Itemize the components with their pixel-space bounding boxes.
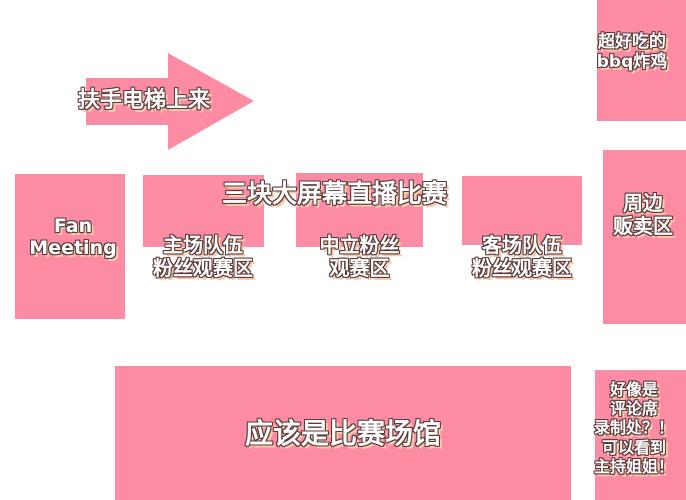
- fan-meeting-line1: Fan: [53, 215, 93, 237]
- home-fans-line1: 主场队伍: [163, 233, 243, 257]
- commentary-line: 主持姐姐！: [593, 456, 674, 476]
- arena-area: [115, 366, 571, 500]
- screen-right: [462, 176, 582, 245]
- neutral-fans-line2: 观赛区: [329, 256, 390, 280]
- commentary-line: 录制处？！: [593, 418, 674, 438]
- bbq-area: [597, 0, 686, 121]
- merch-line1: 周边: [623, 191, 663, 215]
- fan-meeting-line2: Meeting: [29, 236, 117, 259]
- bbq-line2: bbq炸鸡: [596, 51, 668, 72]
- escalator-label: 扶手电梯上来: [78, 88, 211, 113]
- commentary-line: 评论席: [609, 399, 658, 419]
- bbq-line1: 超好吃的: [598, 32, 666, 52]
- commentary-label: 好像是 评论席 录制处？！ 可以看到 主持姐姐！: [582, 380, 686, 476]
- merch-area: [603, 150, 686, 324]
- escalator-arrow-icon: [86, 53, 254, 150]
- screen-left: [143, 175, 264, 247]
- away-fans-label: 客场队伍 粉丝观赛区: [452, 234, 592, 280]
- merch-label: 周边 贩卖区: [600, 192, 686, 238]
- screen-center: [296, 173, 423, 247]
- bbq-label: 超好吃的 bbq炸鸡: [577, 32, 686, 72]
- away-fans-line2: 粉丝观赛区: [472, 256, 572, 280]
- neutral-fans-label: 中立粉丝 观赛区: [296, 234, 423, 280]
- commentary-area: [595, 370, 686, 500]
- screens-label: 三块大屏幕直播比赛: [222, 179, 448, 208]
- commentary-line: 好像是: [609, 380, 658, 399]
- fan-meeting-area: [15, 174, 125, 319]
- merch-line2: 贩卖区: [613, 214, 673, 238]
- neutral-fans-line1: 中立粉丝: [319, 233, 400, 257]
- commentary-line: 可以看到: [601, 437, 666, 457]
- fan-meeting-label: Fan Meeting: [15, 215, 131, 260]
- home-fans-label: 主场队伍 粉丝观赛区: [133, 234, 273, 280]
- arena-label: 应该是比赛场馆: [244, 417, 441, 450]
- home-fans-line2: 粉丝观赛区: [153, 256, 253, 280]
- away-fans-line1: 客场队伍: [482, 233, 562, 257]
